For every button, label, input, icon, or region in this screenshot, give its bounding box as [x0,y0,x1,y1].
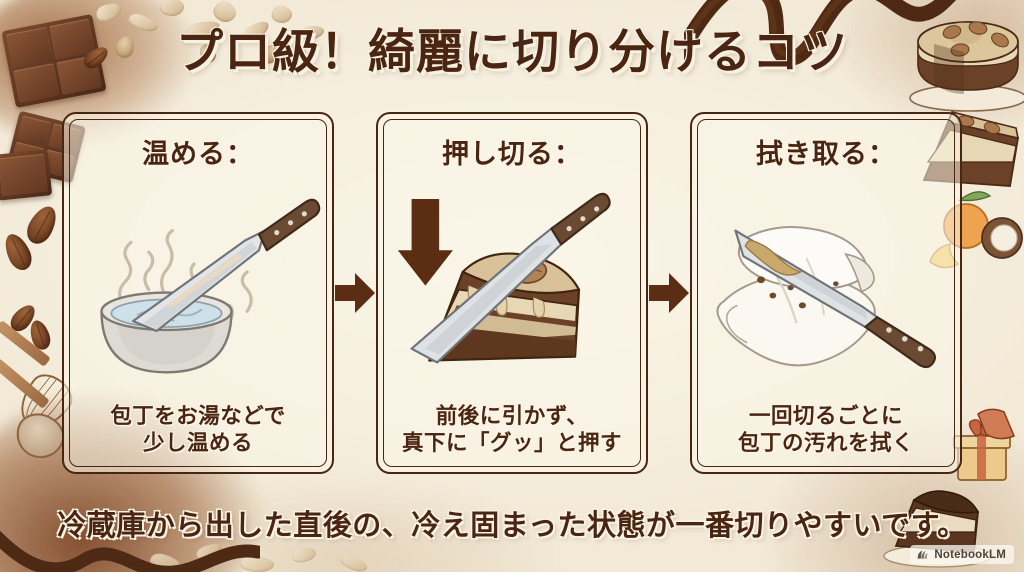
step-3-caption-line2: 包丁の汚れを拭く [737,431,914,457]
step-3-heading: 拭き取る： [756,139,896,170]
cocoa-bean-icon [26,317,54,353]
cocoa-bean-icon [0,230,36,274]
coconut-flake-icon [239,554,275,572]
bottom-banner-text: 冷蔵庫から出した直後の、冷え固まった状態が一番切りやすいです。 [57,508,967,542]
step-2-caption-line2: 真下に「グッ」と押す [401,431,622,457]
wooden-spoon-icon [0,358,50,409]
coconut-flake-icon [210,0,240,27]
coconut-flake-icon [148,551,182,572]
right-arrow-icon [335,273,375,313]
step-panel-1: 温める： [62,112,334,474]
step-2-caption-line1: 前後に引かず、 [435,404,589,430]
cocoa-bean-icon [22,201,62,249]
knife-pressing-cake-slice-icon [397,192,611,364]
watermark: NotebookLM [910,545,1014,564]
steps-container: 温める： [62,112,962,474]
right-arrow-icon [649,273,689,313]
coconut-flake-icon [290,546,318,564]
step-3-caption: 一回切るごとに 包丁の汚れを拭く [738,404,914,464]
step-panel-2: 押し切る： [376,112,648,474]
coconut-flake-icon [194,540,224,563]
step-2-illustration [386,173,638,404]
step-1-heading: 温める： [142,139,254,170]
notebooklm-icon [917,550,929,559]
step-panel-3: 拭き取る： [690,112,962,474]
coconut-flake-icon [94,0,124,24]
arrow-between-step-2-3 [648,112,690,474]
coconut-flake-icon [158,0,186,18]
cocoa-bean-icon [6,300,40,336]
whisk-icon [0,320,51,367]
step-3-illustration [700,173,952,404]
step-2-caption: 前後に引かず、 真下に「グッ」と押す [402,404,622,464]
arrow-between-step-1-2 [334,112,376,474]
down-arrow-icon [397,199,453,286]
step-1-caption-line1: 包丁をお湯などで [110,404,286,430]
watermark-label: NotebookLM [934,548,1006,561]
step-3-caption-line1: 一回切るごとに [748,404,903,430]
step-1-caption-line2: 少し温める [142,431,253,457]
knife-wiped-on-cloth-icon [716,226,936,368]
step-1-caption: 包丁をお湯などで 少し温める [110,404,286,464]
coconut-flake-icon [270,3,294,26]
page-title: プロ級！綺麗に切り分けるコツ [176,25,848,80]
step-1-illustration [72,173,324,404]
knife-in-hot-water-bowl-icon [100,198,321,374]
chocolate-bar-icon [0,149,53,201]
coconut-flake-icon [338,551,370,572]
step-2-heading: 押し切る： [442,139,582,170]
